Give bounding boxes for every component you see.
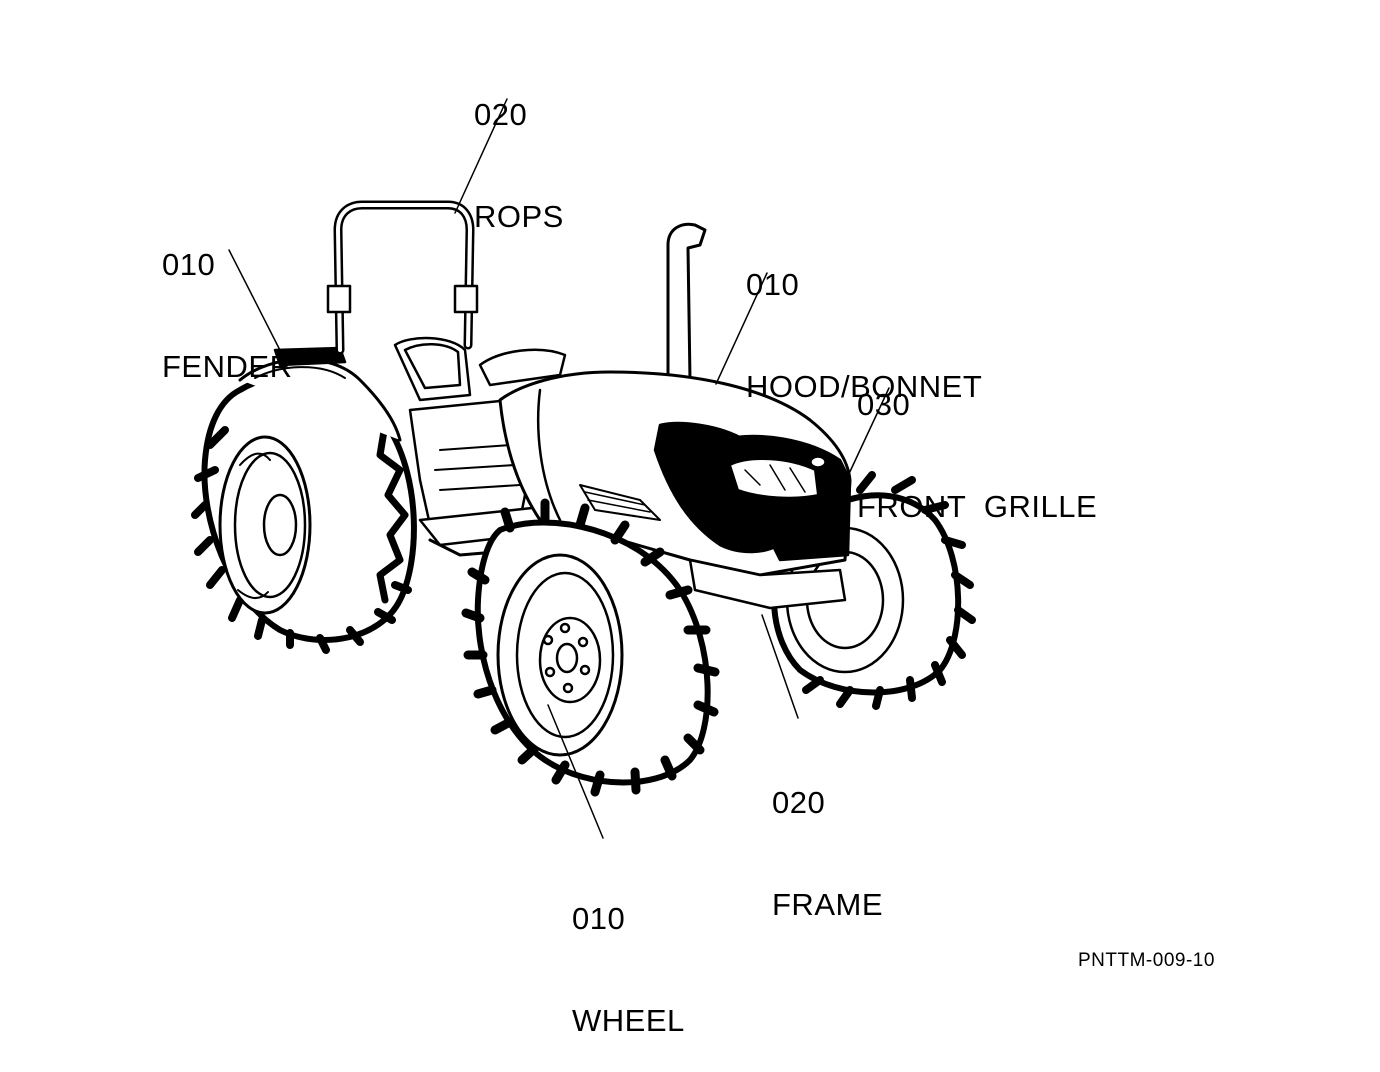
label-frame: 020 FRAME xyxy=(772,718,883,956)
label-wheel-name: WHEEL xyxy=(572,1004,685,1038)
label-grille-number: 030 xyxy=(857,388,1097,422)
label-rops: 020 ROPS xyxy=(474,30,564,268)
label-fender: 010 FENDER xyxy=(162,180,292,418)
label-rops-number: 020 xyxy=(474,98,564,132)
label-frame-name: FRAME xyxy=(772,888,883,922)
label-hood-number: 010 xyxy=(746,268,982,302)
tractor-illustration xyxy=(0,0,1380,1002)
label-rops-name: ROPS xyxy=(474,200,564,234)
label-fender-name: FENDER xyxy=(162,350,292,384)
label-grille-name: FRONT GRILLE xyxy=(857,490,1097,524)
exhaust-pipe xyxy=(668,224,705,380)
figure-code: PNTTM-009-10 xyxy=(1078,950,1215,972)
label-grille: 030 FRONT GRILLE xyxy=(857,320,1097,558)
label-frame-number: 020 xyxy=(772,786,883,820)
label-fender-number: 010 xyxy=(162,248,292,282)
label-wheel-number: 010 xyxy=(572,902,685,936)
rops-frame xyxy=(328,205,477,350)
label-wheel: 010 WHEEL xyxy=(572,834,685,1072)
